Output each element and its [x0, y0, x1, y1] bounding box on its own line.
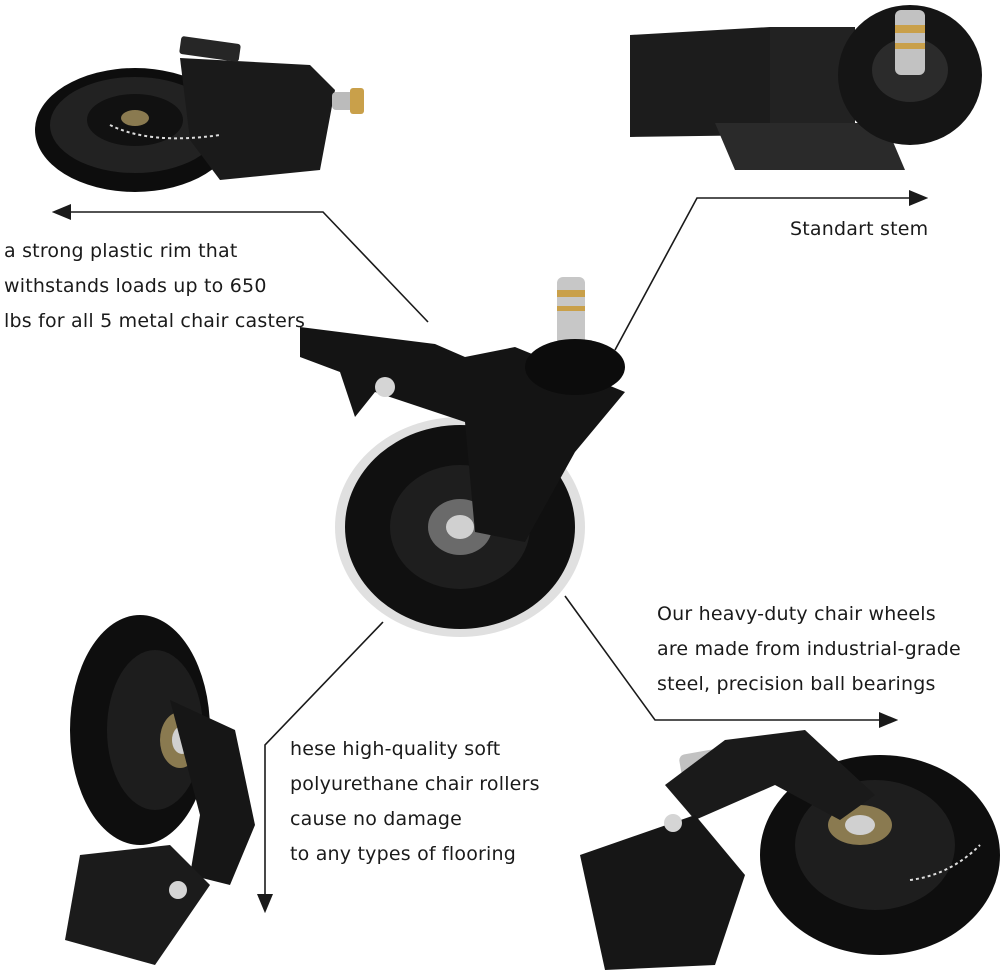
caption-line: are made from industrial-grade	[657, 638, 961, 660]
arrow-stem	[614, 190, 929, 351]
caption-line: to any types of flooring	[290, 843, 517, 865]
caster-top-left-image	[35, 36, 364, 192]
caster-bottom-right-image	[580, 730, 1000, 970]
caster-top-right-image	[630, 5, 982, 170]
caption-heavy-duty-steel: Our heavy-duty chair wheels are made fro…	[657, 597, 961, 702]
caption-line: lbs for all 5 metal chair casters	[4, 310, 306, 332]
arrow-rim	[51, 204, 429, 323]
caption-line: Standart stem	[790, 218, 929, 240]
caption-line: withstands loads up to 650	[4, 275, 267, 297]
arrow-steel	[564, 595, 899, 728]
caster-bottom-left-image	[65, 615, 255, 965]
caption-soft-polyurethane: hese high-quality soft polyurethane chai…	[290, 732, 540, 872]
caption-plastic-rim: a strong plastic rim that withstands loa…	[4, 234, 305, 339]
caption-standart-stem: Standart stem	[790, 212, 928, 247]
caption-line: cause no damage	[290, 808, 463, 830]
caption-line: Our heavy-duty chair wheels	[657, 603, 936, 625]
caster-center-image	[300, 277, 625, 637]
caption-line: a strong plastic rim that	[4, 240, 238, 262]
arrow-soft	[257, 621, 384, 914]
caption-line: hese high-quality soft	[290, 738, 501, 760]
caption-line: polyurethane chair rollers	[290, 773, 540, 795]
caption-line: steel, precision ball bearings	[657, 673, 936, 695]
